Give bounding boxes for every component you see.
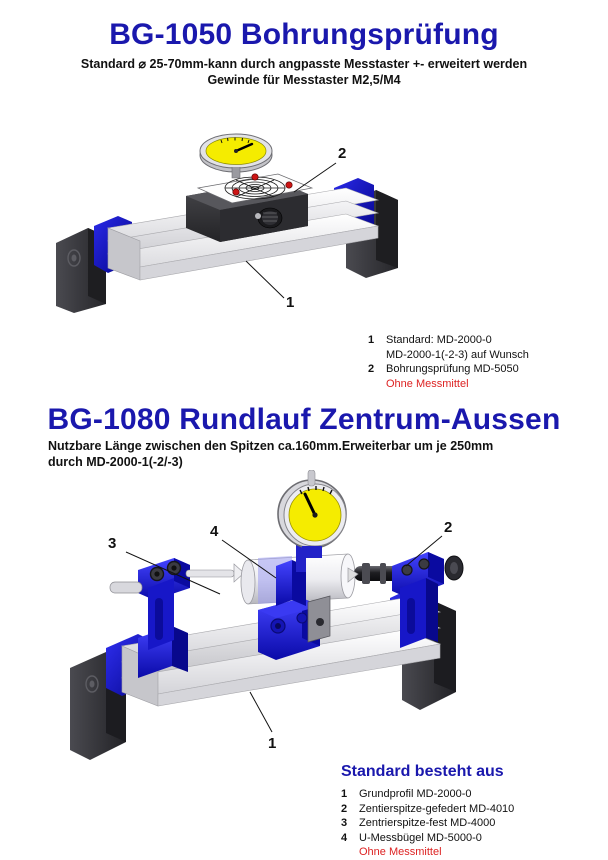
clamp-red-1: [251, 173, 259, 181]
leader-line-1: [245, 260, 285, 299]
legend-note: Ohne Messmittel: [386, 377, 469, 390]
legend-row: Ohne Messmittel: [341, 845, 514, 860]
product-2-subtitle-line1: Nutzbare Länge zwischen den Spitzen ca.1…: [48, 439, 494, 453]
legend-number: 2: [368, 363, 375, 376]
product-1-subtitle-line2: Gewinde für Messtaster M2,5/M4: [207, 72, 401, 87]
gauge-needle: [234, 142, 254, 153]
legend-text: Zentierspitze-gefedert MD-4010: [359, 802, 515, 815]
legend-number: 1: [341, 788, 348, 801]
product-1-legend: 1 Standard: MD-2000-0 MD-2000-1(-2-3) au…: [368, 333, 529, 391]
knurled-knob: [255, 207, 283, 229]
spring-center-holder: [392, 552, 464, 648]
callout-3: 3: [108, 535, 116, 552]
legend-number: 4: [341, 831, 348, 844]
legend-text: Bohrungsprüfung MD-5050: [386, 363, 519, 376]
legend-row: 3 Zentrierspitze-fest MD-4000: [341, 816, 514, 831]
leader-line-3: [125, 551, 221, 595]
legend-row: 1 Standard: MD-2000-0: [368, 333, 529, 348]
product-1-subtitle-line1: Standard ⌀ 25-70mm-kann durch angpasste …: [80, 57, 528, 71]
legend-heading: Standard besteht aus: [341, 763, 504, 780]
legend-number: 1: [368, 334, 375, 346]
leader-line-2: [293, 162, 337, 193]
legend-row: 2 Bohrungsprüfung MD-5050: [368, 362, 529, 377]
callout-2: 2: [338, 145, 346, 162]
u-bracket-saddle: [258, 595, 331, 660]
callout-group: 3 4 2 1: [108, 519, 452, 752]
callout-group: 2 1: [245, 145, 346, 311]
legend-text: U-Messbügel MD-5000-0: [359, 831, 482, 844]
product-2-illustration: 3 4 2 1: [62, 469, 482, 785]
legend-text: Standard: MD-2000-0: [386, 334, 492, 346]
callout-1: 1: [286, 294, 294, 311]
gauge-needle: [303, 492, 317, 517]
clamp-red-2: [232, 188, 240, 196]
dial-indicator-gauge: [199, 133, 273, 179]
legend-row: 2 Zentierspitze-gefedert MD-4010: [341, 802, 514, 817]
fixed-center-holder: [109, 558, 245, 678]
legend-row: 1 Grundprofil MD-2000-0: [341, 787, 514, 802]
leader-line-2: [405, 535, 443, 567]
legend-text: Grundprofil MD-2000-0: [359, 788, 472, 801]
product-1-title: BG-1050 Bohrungsprüfung: [109, 18, 499, 51]
callout-4: 4: [210, 523, 219, 540]
legend-row: Ohne Messmittel: [368, 377, 529, 392]
leader-line-4: [221, 539, 277, 579]
clamp-red-3: [285, 181, 293, 189]
leader-line-1: [249, 691, 273, 733]
product-2-legend: Standard besteht aus 1 Grundprofil MD-20…: [341, 761, 514, 860]
callout-2: 2: [444, 519, 452, 536]
legend-note: Ohne Messmittel: [359, 846, 442, 859]
bore-test-fixture: [186, 173, 314, 242]
legend-row: 4 U-Messbügel MD-5000-0: [341, 831, 514, 846]
legend-row: MD-2000-1(-2-3) auf Wunsch: [368, 348, 529, 363]
product-1-illustration: 2 1: [46, 108, 416, 318]
legend-number: 2: [341, 802, 348, 815]
product-2-subtitle-line2: durch MD-2000-1(-2/-3): [48, 454, 183, 469]
dial-indicator-gauge: [276, 469, 347, 606]
legend-subtext: MD-2000-1(-2-3) auf Wunsch: [386, 348, 529, 361]
product-2-title: BG-1080 Rundlauf Zentrum-Aussen: [47, 403, 561, 436]
legend-text: Zentrierspitze-fest MD-4000: [359, 817, 496, 830]
legend-number: 3: [341, 817, 348, 830]
callout-1: 1: [268, 735, 276, 752]
product-2-header: BG-1080 Rundlauf Zentrum-Aussen Nutzbare…: [0, 405, 608, 470]
